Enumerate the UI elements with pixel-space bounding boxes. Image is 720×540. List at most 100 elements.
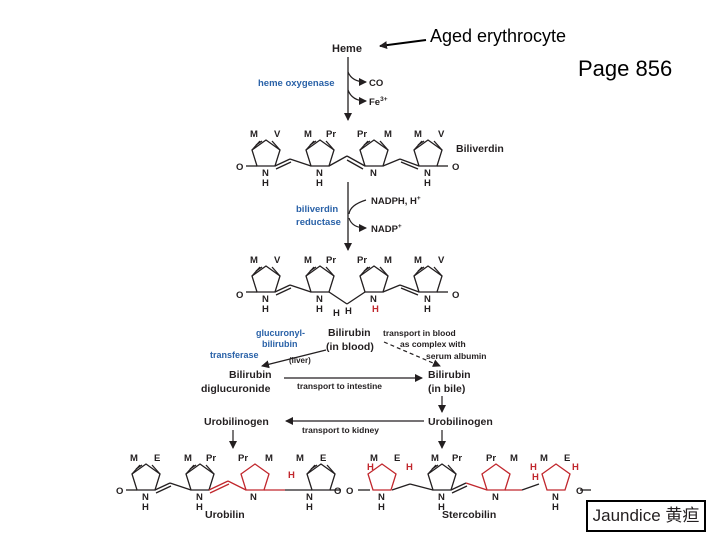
svg-text:H: H bbox=[316, 304, 323, 315]
svg-text:H: H bbox=[316, 178, 323, 189]
nadph-cofactor: NADPH, H+ bbox=[371, 195, 421, 207]
urobilinogen-left-label: Urobilinogen bbox=[204, 416, 269, 428]
svg-text:H: H bbox=[333, 308, 340, 319]
svg-text:E: E bbox=[320, 453, 326, 464]
bilirubin-bridge-hydrogen: H bbox=[345, 306, 352, 317]
svg-text:O: O bbox=[346, 486, 353, 497]
svg-text:Pr: Pr bbox=[238, 453, 248, 464]
aged-erythrocyte-pointer-arrow bbox=[379, 39, 427, 50]
svg-text:H: H bbox=[142, 502, 149, 513]
transport-blood-note-line3: serum albumin bbox=[426, 351, 486, 361]
stercobilin-added-hydrogens: H H H H H bbox=[367, 462, 579, 483]
svg-text:M: M bbox=[431, 453, 439, 464]
biliverdin-reductase-enzyme-line2: reductase bbox=[296, 217, 341, 228]
svg-text:V: V bbox=[438, 255, 445, 266]
svg-text:M: M bbox=[130, 453, 138, 464]
svg-text:M: M bbox=[265, 453, 273, 464]
svg-text:V: V bbox=[274, 255, 281, 266]
bilirubin-blood-label-line1: Bilirubin bbox=[328, 327, 371, 339]
fe-release-curve bbox=[347, 89, 367, 105]
urobilin-structure bbox=[126, 463, 341, 494]
svg-text:O: O bbox=[236, 290, 243, 301]
glucuronyl-enzyme-line1: glucuronyl- bbox=[256, 328, 305, 338]
bilirubin-bile-line2: (in bile) bbox=[428, 383, 465, 395]
svg-text:M: M bbox=[304, 255, 312, 266]
svg-text:N: N bbox=[316, 168, 323, 179]
svg-text:O: O bbox=[452, 162, 459, 173]
svg-text:M: M bbox=[510, 453, 518, 464]
svg-text:M: M bbox=[250, 255, 258, 266]
bilirubin-substituents: M V M Pr Pr M M V bbox=[250, 255, 445, 266]
urobilin-label: Urobilin bbox=[205, 509, 245, 521]
svg-text:H: H bbox=[438, 502, 445, 513]
svg-text:Pr: Pr bbox=[326, 129, 336, 140]
transport-to-kidney-label: transport to kidney bbox=[302, 425, 379, 435]
svg-text:H: H bbox=[424, 304, 431, 315]
glucuronyl-enzyme-line2: bilirubin bbox=[262, 339, 298, 349]
nadp-curve bbox=[348, 217, 367, 232]
svg-text:M: M bbox=[384, 255, 392, 266]
svg-text:M: M bbox=[184, 453, 192, 464]
svg-text:M: M bbox=[370, 453, 378, 464]
svg-text:Pr: Pr bbox=[357, 255, 367, 266]
svg-text:O: O bbox=[576, 486, 583, 497]
svg-text:N: N bbox=[370, 168, 377, 179]
svg-text:H: H bbox=[367, 462, 374, 473]
nadp-cofactor: NADP+ bbox=[371, 223, 402, 235]
svg-text:O: O bbox=[236, 162, 243, 173]
svg-text:M: M bbox=[296, 453, 304, 464]
svg-text:N: N bbox=[196, 492, 203, 503]
svg-text:H: H bbox=[532, 472, 539, 483]
svg-text:M: M bbox=[304, 129, 312, 140]
transport-blood-note-line1: transport in blood bbox=[383, 328, 456, 338]
svg-text:N: N bbox=[306, 492, 313, 503]
bilirubin-diglucuronide-line2: diglucuronide bbox=[201, 383, 271, 395]
svg-text:N: N bbox=[492, 492, 499, 503]
urobilin-substituents: M E M Pr Pr M M E bbox=[130, 453, 326, 464]
stercobilin-reduced-rings bbox=[367, 463, 571, 491]
svg-text:H: H bbox=[572, 462, 579, 473]
heme-label: Heme bbox=[332, 43, 362, 55]
aged-erythrocyte-caption: Aged erythrocyte bbox=[430, 26, 567, 46]
biliverdin-structure bbox=[246, 139, 448, 170]
fe-product: Fe3+ bbox=[369, 96, 388, 108]
stercobilin-label: Stercobilin bbox=[442, 509, 496, 521]
svg-text:N: N bbox=[424, 294, 431, 305]
svg-text:N: N bbox=[262, 294, 269, 305]
svg-text:N: N bbox=[424, 168, 431, 179]
co-product: CO bbox=[369, 78, 383, 89]
svg-text:N: N bbox=[552, 492, 559, 503]
bilirubin-bile-line1: Bilirubin bbox=[428, 369, 471, 381]
svg-text:O: O bbox=[334, 486, 341, 497]
page-reference-caption: Page 856 bbox=[578, 56, 673, 81]
biliverdin-atoms: O NH NH N NH O bbox=[236, 162, 459, 189]
stercobilin-substituents: M E M Pr Pr M M E bbox=[370, 453, 570, 464]
jaundice-caption-box: Jaundice 黄疸 bbox=[586, 500, 706, 532]
svg-text:E: E bbox=[394, 453, 400, 464]
svg-text:M: M bbox=[414, 255, 422, 266]
svg-text:H: H bbox=[378, 502, 385, 513]
liver-note: (liver) bbox=[289, 356, 311, 365]
transport-to-intestine-label: transport to intestine bbox=[297, 381, 382, 391]
svg-text:H: H bbox=[552, 502, 559, 513]
heme-oxygenase-enzyme: heme oxygenase bbox=[258, 78, 335, 89]
svg-text:Pr: Pr bbox=[357, 129, 367, 140]
bilirubin-added-hydrogen: H bbox=[372, 304, 379, 315]
biliverdin-reductase-enzyme-line1: biliverdin bbox=[296, 204, 338, 215]
svg-text:H: H bbox=[262, 178, 269, 189]
svg-text:E: E bbox=[564, 453, 570, 464]
svg-text:N: N bbox=[316, 294, 323, 305]
svg-text:Pr: Pr bbox=[486, 453, 496, 464]
urobilinogen-right-label: Urobilinogen bbox=[428, 416, 493, 428]
bilirubin-atoms: O NH NH H N NH O bbox=[236, 290, 459, 319]
svg-text:M: M bbox=[540, 453, 548, 464]
svg-text:N: N bbox=[378, 492, 385, 503]
stercobilin-atoms: O NH NH N NH O bbox=[346, 486, 583, 513]
svg-text:H: H bbox=[406, 462, 413, 473]
svg-text:H: H bbox=[262, 304, 269, 315]
svg-text:V: V bbox=[438, 129, 445, 140]
biliverdin-label: Biliverdin bbox=[456, 143, 504, 155]
urobilin-atoms: O NH NH N NH O bbox=[116, 486, 341, 513]
svg-text:H: H bbox=[530, 462, 537, 473]
